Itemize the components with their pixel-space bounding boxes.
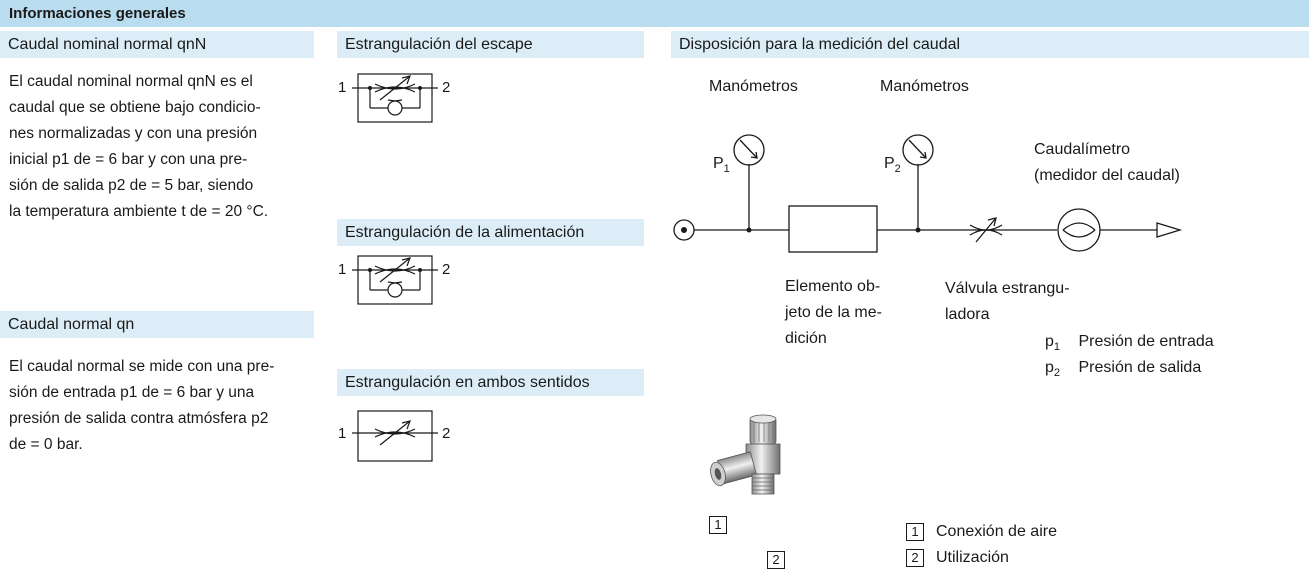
text-line: jeto de la me- — [785, 304, 882, 321]
legend-p2: p2 Presión de salida — [1045, 358, 1201, 383]
manometros-label-2: Manómetros — [880, 78, 969, 95]
text-line: Elemento ob- — [785, 278, 881, 295]
text-line: ladora — [945, 306, 990, 323]
escape-heading: Estrangulación del escape — [337, 31, 644, 58]
p1-subscript: 1 — [723, 163, 730, 176]
legend-symbol: p — [1045, 359, 1054, 376]
port-out-label: 2 — [442, 261, 451, 278]
p2-symbol: P — [884, 155, 895, 172]
text-line: sión de salida p2 de = 5 bar, siendo — [9, 177, 254, 194]
text-line: El caudal normal se mide con una pre- — [9, 358, 275, 375]
text-line: de = 0 bar. — [9, 436, 83, 453]
connection-number: 1 — [906, 523, 924, 541]
text-line: nes normalizadas y con una presión — [9, 125, 258, 142]
port-out-label: 2 — [442, 79, 451, 96]
text-line: la temperatura ambiente t de = 20 °C. — [9, 203, 269, 220]
text-line: dición — [785, 330, 827, 347]
throttle-check-valve-icon — [352, 73, 438, 123]
photo-callout-1: 1 — [709, 516, 727, 534]
throttle-valve-icon — [352, 410, 438, 462]
legend-text: Presión de salida — [1078, 359, 1202, 376]
throttle-check-valve-icon — [352, 255, 438, 305]
elemento-label: Elemento ob- jeto de la me- dición — [785, 274, 882, 352]
alimentacion-heading: Estrangulación de la alimentación — [337, 219, 644, 246]
ambos-heading: Estrangulación en ambos sentidos — [337, 369, 644, 396]
connection-label: Utilización — [936, 549, 1009, 566]
port-in-label: 1 — [338, 261, 347, 278]
text-line: caudal que se obtiene bajo condicio- — [9, 99, 261, 116]
p1-gauge-label: P1 — [713, 154, 730, 179]
text-line: El caudal nominal normal qnN es el — [9, 73, 253, 90]
legend-text: Presión de entrada — [1078, 333, 1214, 350]
text-line: sión de entrada p1 de = 6 bar y una — [9, 384, 255, 401]
connection-label: Conexión de aire — [936, 523, 1057, 540]
legend-symbol: p — [1045, 333, 1054, 350]
caudal-nominal-heading: Caudal nominal normal qnN — [0, 31, 314, 58]
p1-symbol: P — [713, 155, 724, 172]
caudal-nominal-text: El caudal nominal normal qnN es el cauda… — [9, 69, 268, 225]
manometros-label-1: Manómetros — [709, 78, 798, 95]
text-line: presión de salida contra atmósfera p2 — [9, 410, 269, 427]
medicion-heading: Disposición para la medición del caudal — [671, 31, 1309, 58]
legend-subscript: 2 — [1053, 367, 1061, 380]
p2-gauge-label: P2 — [884, 154, 901, 179]
legend-p1: p1 Presión de entrada — [1045, 332, 1214, 357]
legend-subscript: 1 — [1053, 341, 1061, 354]
caudalimetro-label: Caudalímetro — [1034, 141, 1131, 158]
caudal-normal-text: El caudal normal se mide con una pre- si… — [9, 354, 274, 458]
port-in-label: 1 — [338, 79, 347, 96]
p2-subscript: 2 — [894, 163, 901, 176]
port-out-label: 2 — [442, 425, 451, 442]
photo-callout-2: 2 — [767, 551, 785, 569]
caudal-normal-heading: Caudal normal qn — [0, 311, 314, 338]
section-title: Informaciones generales — [9, 5, 186, 22]
connection-number: 2 — [906, 549, 924, 567]
caudalimetro-sub-label: (medidor del caudal) — [1034, 167, 1180, 184]
text-line: Válvula estrangu- — [945, 280, 1070, 297]
section-header: Informaciones generales — [0, 0, 1309, 27]
text-line: inicial p1 de = 6 bar y con una pre- — [9, 151, 248, 168]
port-in-label: 1 — [338, 425, 347, 442]
valvula-label: Válvula estrangu- ladora — [945, 276, 1070, 328]
flow-control-valve-image — [710, 414, 781, 495]
measurement-circuit-diagram — [673, 134, 1183, 253]
